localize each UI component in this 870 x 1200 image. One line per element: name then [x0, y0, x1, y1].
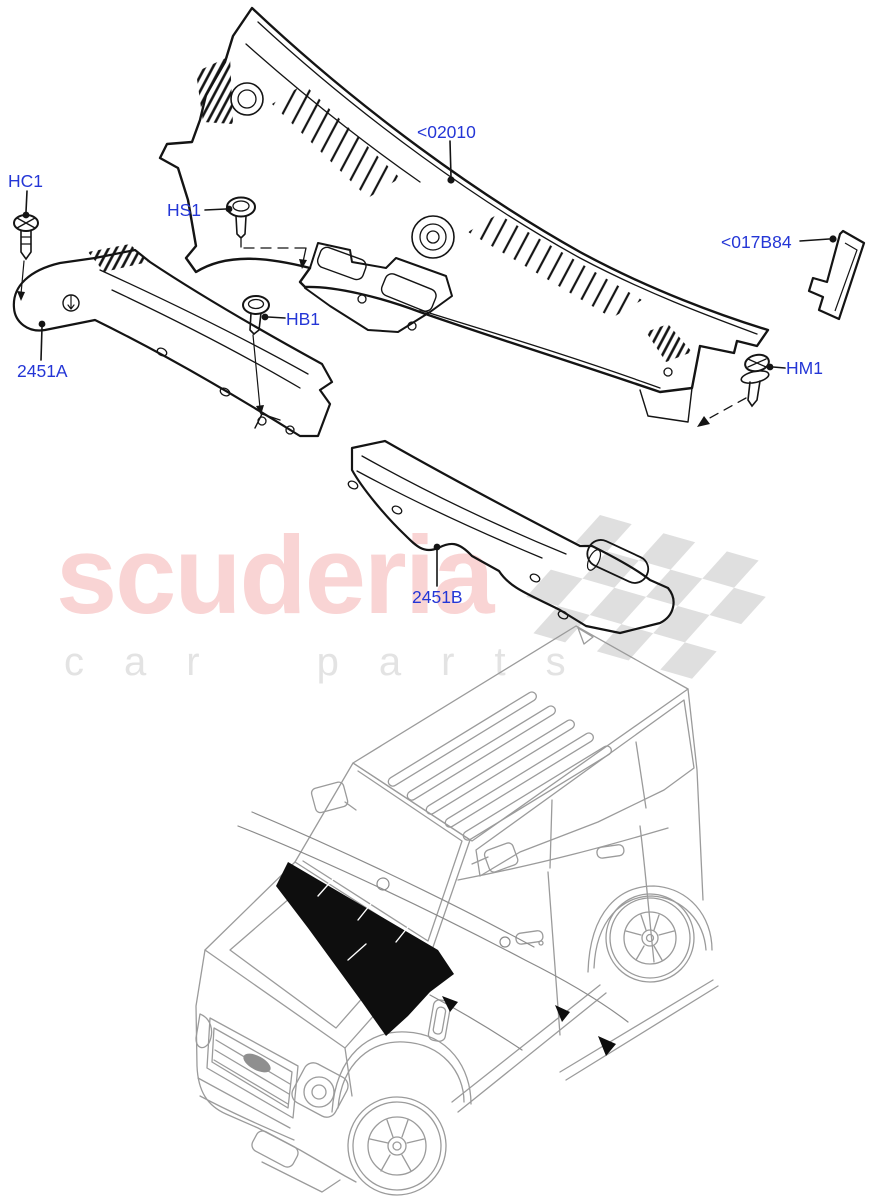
callout-hb1[interactable]: HB1: [286, 309, 321, 329]
leader-lines: [17, 140, 837, 587]
front-wheel: [347, 1096, 447, 1196]
callout-2451a[interactable]: 2451A: [17, 361, 68, 381]
rear-wheel: [605, 893, 695, 983]
clip-hc1-icon: [13, 214, 39, 261]
cowl-location-highlight: [276, 862, 616, 1056]
watermark-tagline: car parts: [64, 640, 606, 684]
screw-hb1-icon: [242, 295, 270, 336]
callout-hc1[interactable]: HC1: [8, 171, 44, 191]
callout-2451b[interactable]: 2451B: [412, 587, 463, 607]
screw-hs1-icon: [226, 196, 256, 240]
callout-017b84[interactable]: <017B84: [721, 232, 792, 252]
watermark-brand: scuderia: [56, 514, 494, 637]
cowl-side-panel-b-drawing: [347, 439, 675, 635]
trim-strip-drawing: [807, 229, 866, 321]
checkered-flag-watermark: [526, 515, 766, 679]
cowl-side-panel-a-drawing: [12, 244, 334, 438]
cowl-top-panel-drawing: [158, 6, 770, 423]
vehicle-drawing: [195, 625, 719, 1196]
callout-02010[interactable]: <02010: [417, 122, 476, 142]
callout-hs1[interactable]: HS1: [167, 200, 202, 220]
callout-hm1[interactable]: HM1: [786, 358, 823, 378]
clip-hm1-icon: [740, 353, 770, 408]
